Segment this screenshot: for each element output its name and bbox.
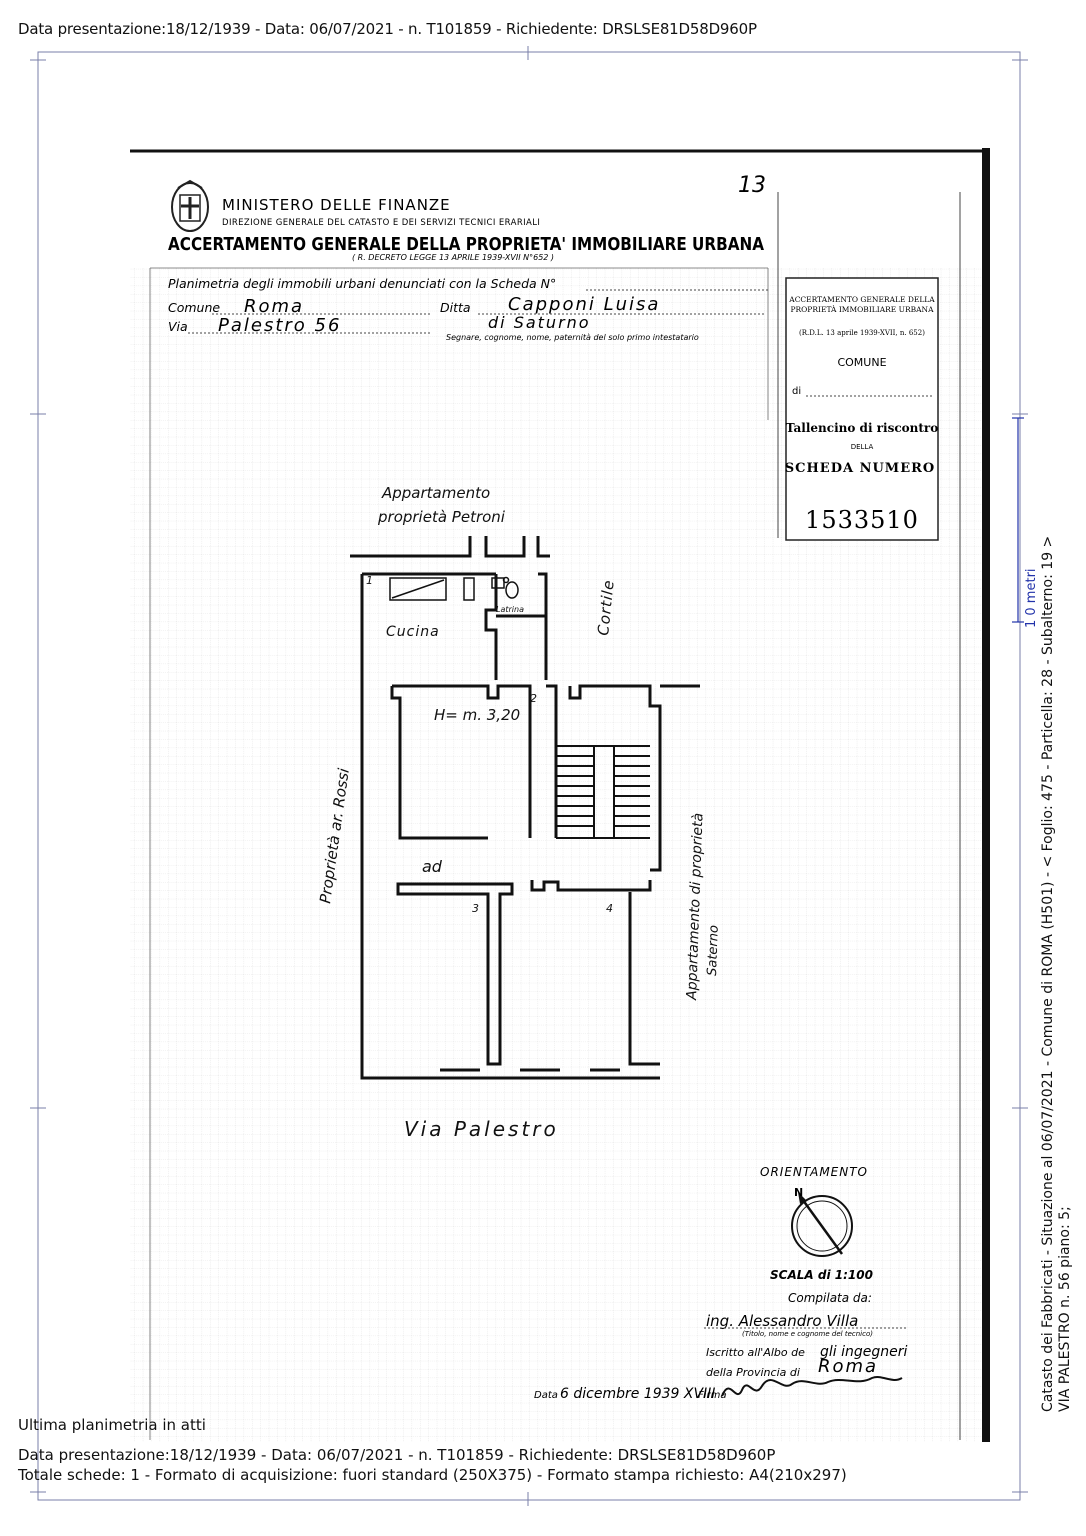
ditta-value-2: di Saturno [488, 313, 591, 332]
toilet-icon [502, 576, 519, 599]
date-value: 6 dicembre 1939 XVIII [560, 1386, 715, 1402]
room-number-2: 2 [530, 692, 537, 705]
provincia-value: Roma [818, 1356, 878, 1377]
stub-comune: COMUNE [837, 356, 886, 369]
ministry-name: MINISTERO DELLE FINANZE [222, 196, 451, 214]
provincia-label: della Provincia di [706, 1366, 800, 1379]
stub-scheda: SCHEDA NUMERO [785, 461, 935, 476]
engineer-note: (Titolo, nome e cognome del tecnico) [742, 1330, 873, 1338]
room-number-3: 3 [472, 902, 479, 915]
comune-label: Comune [168, 300, 220, 315]
street-label: Via Palestro [404, 1117, 559, 1141]
planimetria-label: Planimetria degli immobili urbani denunc… [168, 276, 556, 291]
cortile-label: Cortile [594, 579, 618, 637]
staircase [556, 745, 650, 839]
corner-mark: 13 [738, 173, 766, 198]
date-label: Data [534, 1390, 558, 1401]
engineer-signature [721, 1376, 903, 1397]
footer-line-2: Totale schede: 1 - Formato di acquisizio… [18, 1466, 847, 1484]
neighbor-top-2: proprietà Petroni [377, 508, 506, 526]
footer-line-1: Data presentazione:18/12/1939 - Data: 06… [18, 1446, 776, 1464]
form-title: ACCERTAMENTO GENERALE DELLA PROPRIETA' I… [168, 235, 764, 255]
ditta-label: Ditta [440, 300, 471, 315]
firma-label: Firma [698, 1390, 727, 1401]
iscritto-label: Iscritto all'Albo de [706, 1346, 805, 1359]
compass-icon [791, 1192, 853, 1257]
ditta-value-1: Capponi Luisa [508, 294, 660, 315]
ditta-note: Segnare, cognome, nome, paternità del so… [446, 333, 699, 342]
stub-title-1: ACCERTAMENTO GENERALE DELLA [788, 295, 935, 304]
stub-decree: (R.D.L. 13 aprile 1939-XVII, n. 652) [799, 329, 925, 337]
via-label: Via [168, 319, 188, 334]
engineer-name: ing. Alessandro Villa [706, 1312, 858, 1330]
north-label: N [794, 1186, 803, 1199]
kitchen-fixtures [389, 577, 505, 601]
label-cucina: Cucina [386, 624, 440, 640]
compilata-label: Compilata da: [788, 1291, 872, 1305]
comune-value: Roma [244, 296, 304, 317]
right-neighbor-label-1: Appartamento di proprietà [684, 813, 707, 1001]
legend-block: ORIENTAMENTO N SCALA di 1:100 Compilata … [534, 1165, 908, 1402]
label-latrina: Latrina [496, 605, 524, 614]
orientamento-label: ORIENTAMENTO [760, 1165, 868, 1179]
header-info: Data presentazione:18/12/1939 - Data: 06… [18, 20, 757, 38]
stub-di: di [792, 386, 801, 397]
room-number-1: 1 [366, 574, 373, 587]
directorate-name: DIREZIONE GENERALE DEL CATASTO E DEI SER… [222, 218, 540, 228]
plan-walls [350, 536, 700, 1080]
scale-label: SCALA di 1:100 [770, 1268, 873, 1282]
right-neighbor-label-2: Saterno [705, 925, 722, 976]
stub-tallon: Tallencino di riscontro [786, 421, 938, 435]
label-ad: ad [422, 857, 443, 876]
stub-card: ACCERTAMENTO GENERALE DELLA PROPRIETÀ IM… [785, 277, 939, 541]
emblem-icon [171, 179, 209, 232]
neighbor-top-1: Appartamento [381, 484, 490, 502]
label-height: H= m. 3,20 [434, 706, 520, 724]
via-value: Palestro 56 [218, 315, 341, 336]
decree-ref: ( R. DECRETO LEGGE 13 APRILE 1939-XVII N… [352, 253, 554, 262]
stub-della: DELLA [851, 443, 874, 451]
last-plan-note: Ultima planimetria in atti [18, 1416, 206, 1434]
stub-number: 1533510 [805, 506, 919, 534]
iscritto-value: gli ingegneri [820, 1344, 908, 1360]
stub-title-2: PROPRIETÀ IMMOBILIARE URBANA [790, 305, 934, 314]
room-number-4: 4 [606, 902, 613, 915]
